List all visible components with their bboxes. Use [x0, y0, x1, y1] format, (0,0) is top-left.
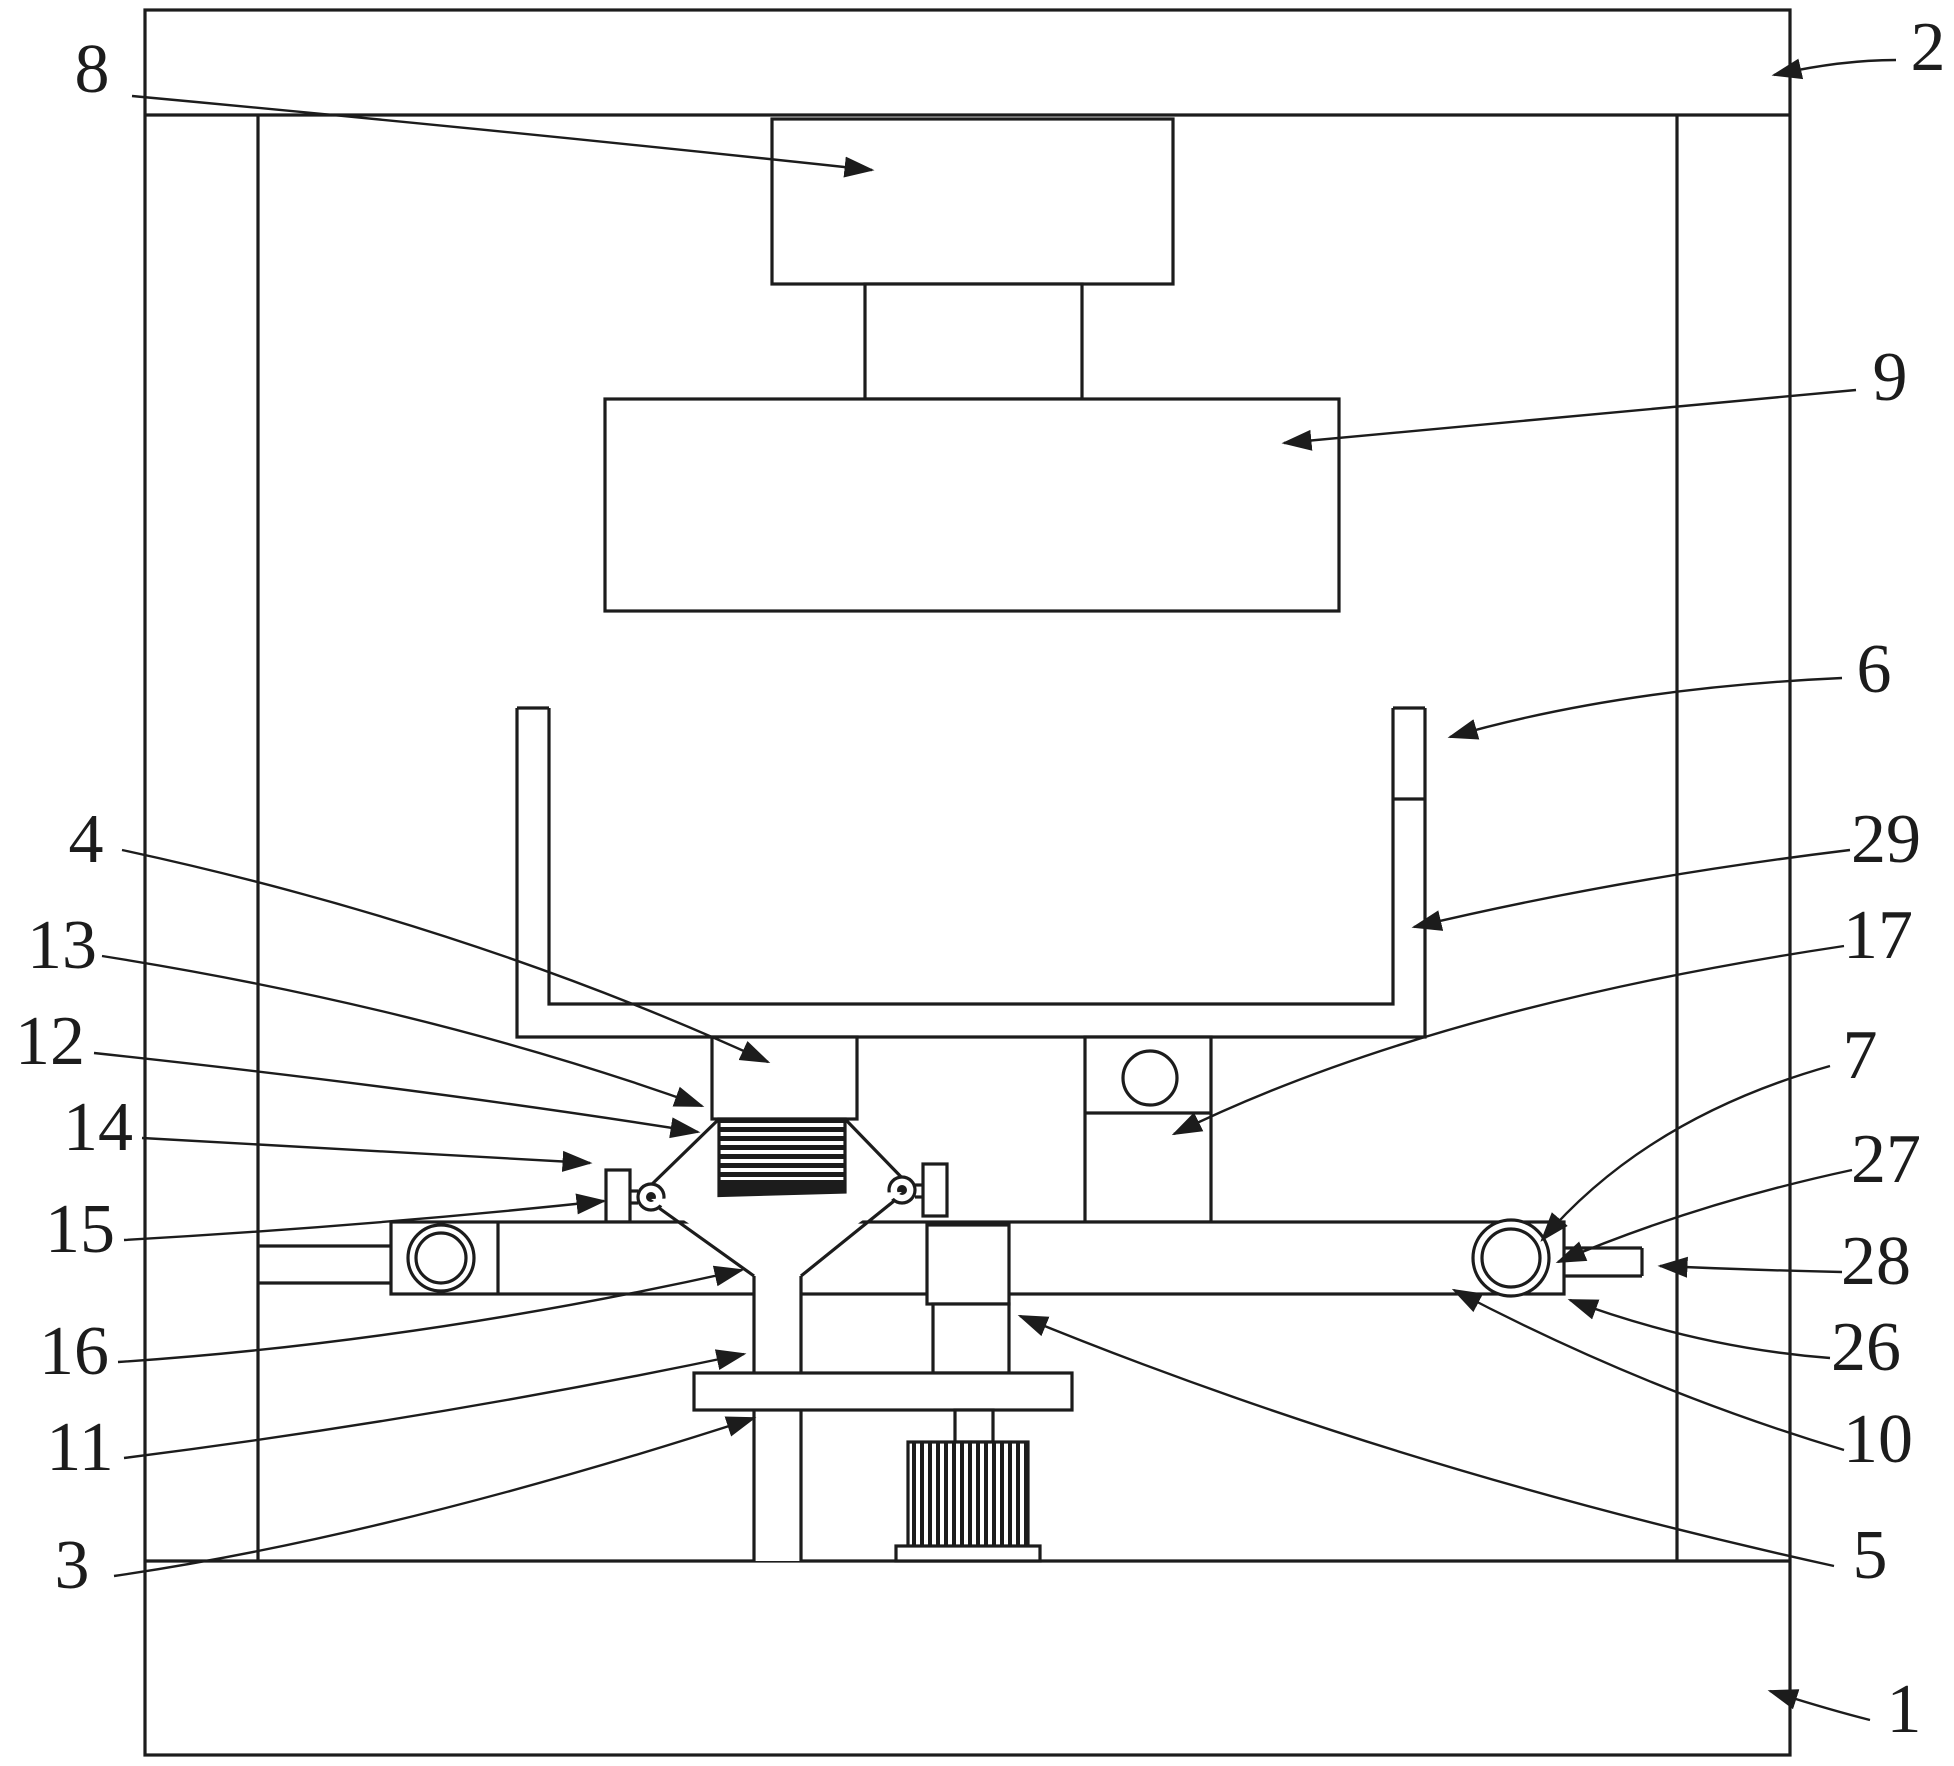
linkage-upper-right-arm: [843, 1117, 910, 1186]
label-7: 7: [1843, 1017, 1878, 1094]
label-12: 12: [15, 1003, 85, 1080]
label-29: 29: [1851, 801, 1921, 878]
leader-26: [1567, 1298, 1831, 1360]
label-5: 5: [1853, 1517, 1888, 1594]
leader-9: [1281, 388, 1857, 451]
linkage-lower-right-arm: [799, 1199, 896, 1278]
label-3: 3: [55, 1527, 90, 1604]
label-13: 13: [27, 907, 97, 984]
label-16: 16: [39, 1313, 109, 1390]
motor-base: [894, 1544, 1042, 1563]
leader-28: [1657, 1256, 1843, 1278]
press-shaft-block: [863, 282, 1084, 401]
leader-3: [113, 1416, 757, 1578]
leader-12: [93, 1051, 701, 1139]
press-assembly: [603, 117, 1341, 613]
leader-2: [1771, 58, 1897, 80]
reference-numerals: 8 4 13 12 14 15 16 11 3 2 9 6 29 17 7 27…: [15, 9, 1946, 1748]
motor-body: [906, 1440, 1030, 1554]
leader-15: [123, 1193, 607, 1242]
outer-frame: [143, 8, 1792, 1757]
leader-8: [131, 94, 875, 178]
leader-5: [1017, 1314, 1835, 1568]
label-1: 1: [1887, 1671, 1922, 1748]
machine-frame: [143, 8, 1792, 1757]
left-roller-inner: [414, 1231, 468, 1285]
linkage-lower: [651, 1192, 902, 1281]
leader-29: [1411, 848, 1851, 931]
motor-column: [692, 1223, 1074, 1563]
center-shaft: [752, 1276, 803, 1561]
container-outer-wall: [515, 708, 1427, 1039]
label-26: 26: [1831, 1309, 1901, 1386]
leader-6: [1447, 676, 1843, 740]
label-4: 4: [69, 801, 104, 878]
leader-16: [117, 1265, 745, 1364]
container-inner-wall: [547, 708, 1395, 1006]
container: [515, 706, 1427, 1039]
label-14: 14: [63, 1089, 133, 1166]
leader-11: [123, 1349, 747, 1460]
leader-13: [101, 954, 705, 1108]
coupling-lower-block: [931, 1302, 1011, 1375]
support-plate: [692, 1371, 1074, 1412]
label-27: 27: [1851, 1121, 1921, 1198]
label-2: 2: [1911, 9, 1946, 86]
linkage-lower-left-arm: [658, 1206, 755, 1278]
right-roller-inner: [1480, 1227, 1542, 1289]
leader-10: [1451, 1288, 1845, 1452]
leader-27: [1555, 1168, 1853, 1264]
label-8: 8: [75, 31, 110, 108]
guide-block-hole: [1121, 1049, 1179, 1107]
guide-block: [1083, 1035, 1213, 1224]
leader-17: [1171, 944, 1845, 1136]
leader-1: [1767, 1689, 1871, 1722]
linkage-lower-fill: [651, 1192, 902, 1281]
left-clamp-bracket: [604, 1168, 632, 1224]
label-10: 10: [1843, 1401, 1913, 1478]
press-mount-block: [770, 117, 1175, 286]
shaft-fill: [754, 1279, 801, 1561]
leader-7: [1540, 1064, 1831, 1242]
coupling-upper-block: [925, 1223, 1011, 1306]
leader-lines: [93, 58, 1897, 1722]
guide-block-body: [1083, 1035, 1213, 1224]
linkage-upper-left-arm: [644, 1117, 721, 1192]
leader-14: [141, 1136, 593, 1172]
label-6: 6: [1857, 631, 1892, 708]
leader-4: [121, 848, 771, 1064]
right-clamp-bracket: [921, 1162, 949, 1218]
press-head-block: [603, 397, 1341, 613]
label-9: 9: [1873, 339, 1908, 416]
label-11: 11: [46, 1409, 113, 1486]
right-roller-outer: [1471, 1218, 1551, 1298]
motor-shaft-neck: [953, 1408, 995, 1444]
left-roller-outer: [406, 1223, 476, 1293]
label-15: 15: [45, 1191, 115, 1268]
label-17: 17: [1843, 897, 1913, 974]
label-28: 28: [1841, 1223, 1911, 1300]
spring-top-block: [710, 1035, 859, 1121]
